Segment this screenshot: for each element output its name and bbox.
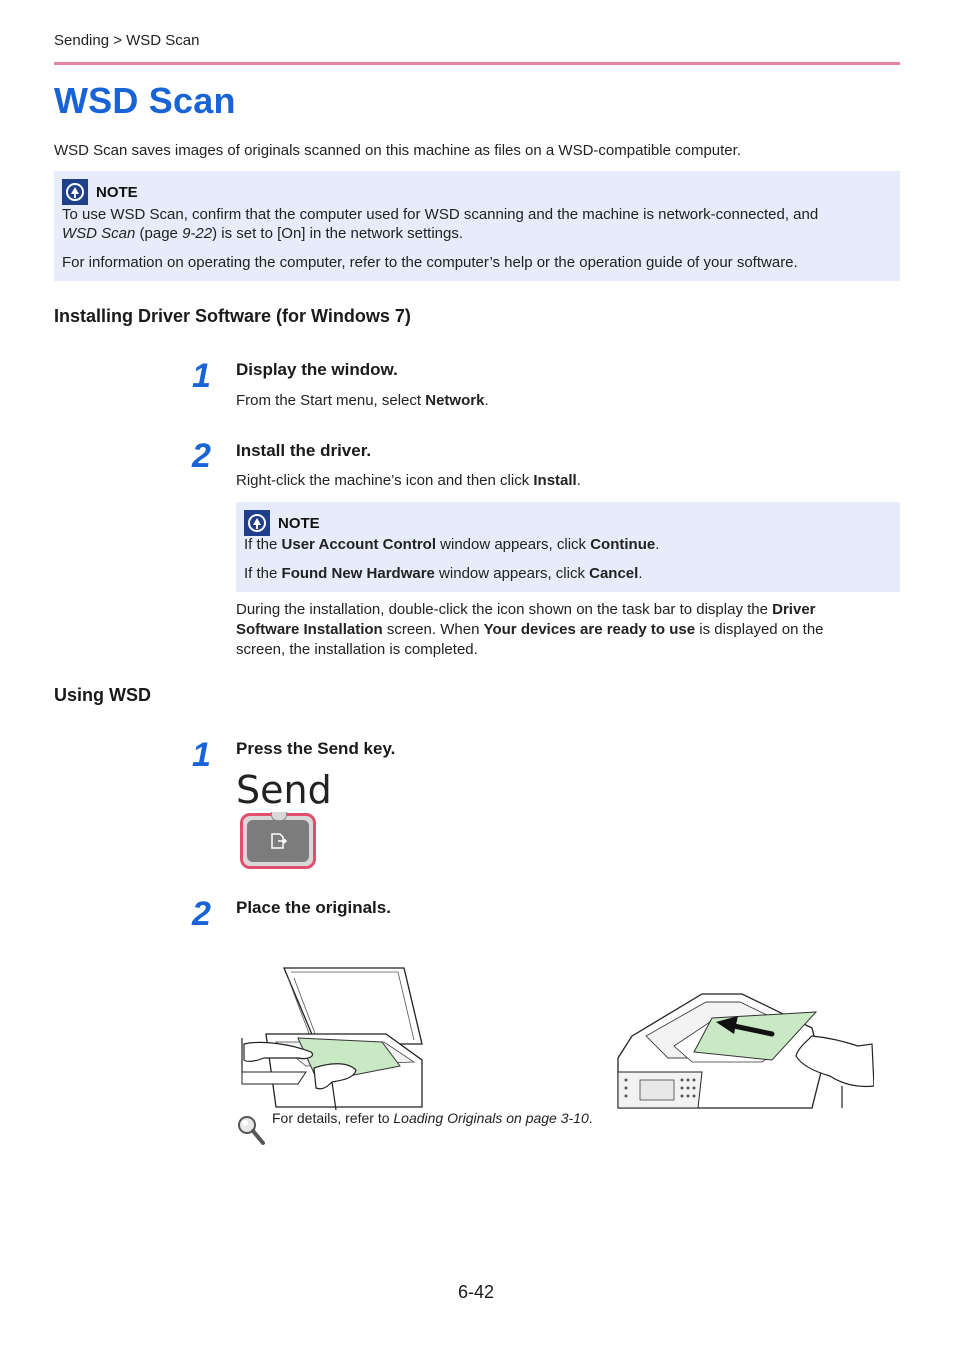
note-header: NOTE — [62, 179, 138, 205]
step-title: Display the window. — [236, 360, 398, 379]
indicator-lamp — [271, 812, 287, 821]
install-completion-text: During the installation, double-click th… — [236, 601, 824, 658]
send-key-label: Send — [236, 768, 332, 812]
note-icon — [62, 179, 88, 205]
note-text-2: For information on operating the compute… — [62, 254, 798, 271]
step-title: Place the originals. — [236, 898, 391, 917]
send-key-button[interactable] — [240, 812, 316, 869]
note-label: NOTE — [96, 183, 138, 201]
step-number: 1 — [192, 736, 211, 774]
document-processor-illustration — [617, 993, 874, 1109]
magnifier-icon — [238, 1116, 265, 1145]
section-heading-install: Installing Driver Software (for Windows … — [54, 306, 411, 326]
step-number: 2 — [192, 437, 211, 475]
platen-placement-illustration — [241, 967, 423, 1110]
note-text-1: To use WSD Scan, confirm that the comput… — [62, 206, 819, 242]
send-icon — [271, 833, 288, 849]
note-header: NOTE — [244, 510, 320, 536]
note-box: NOTE If the User Account Control window … — [236, 502, 900, 592]
header-divider — [54, 62, 900, 65]
step-number: 2 — [192, 895, 211, 933]
step-title: Install the driver. — [236, 441, 372, 460]
step-title: Press the Send key. — [236, 739, 396, 758]
step-body: Right-click the machine’s icon and then … — [236, 472, 581, 489]
note-box: NOTE To use WSD Scan, confirm that the c… — [54, 171, 900, 281]
wsd-scan-ref[interactable]: WSD Scan — [62, 225, 136, 242]
step-body: From the Start menu, select Network. — [236, 392, 489, 409]
page-title: WSD Scan — [54, 80, 236, 121]
note-label: NOTE — [278, 514, 320, 532]
reference-text: For details, refer to Loading Originals … — [272, 1110, 593, 1126]
page-number: 6-42 — [458, 1282, 495, 1302]
note-text-2: If the Found New Hardware window appears… — [244, 565, 643, 582]
step-number: 1 — [192, 357, 211, 395]
breadcrumb: Sending > WSD Scan — [54, 32, 200, 49]
page-link-9-22[interactable]: 9-22 — [182, 225, 213, 242]
loading-originals-link[interactable]: Loading Originals on page 3-10 — [393, 1110, 589, 1126]
section-heading-using-wsd: Using WSD — [54, 685, 151, 705]
note-text-1: If the User Account Control window appea… — [244, 536, 660, 553]
note-icon — [244, 510, 270, 536]
intro-text: WSD Scan saves images of originals scann… — [54, 142, 741, 159]
